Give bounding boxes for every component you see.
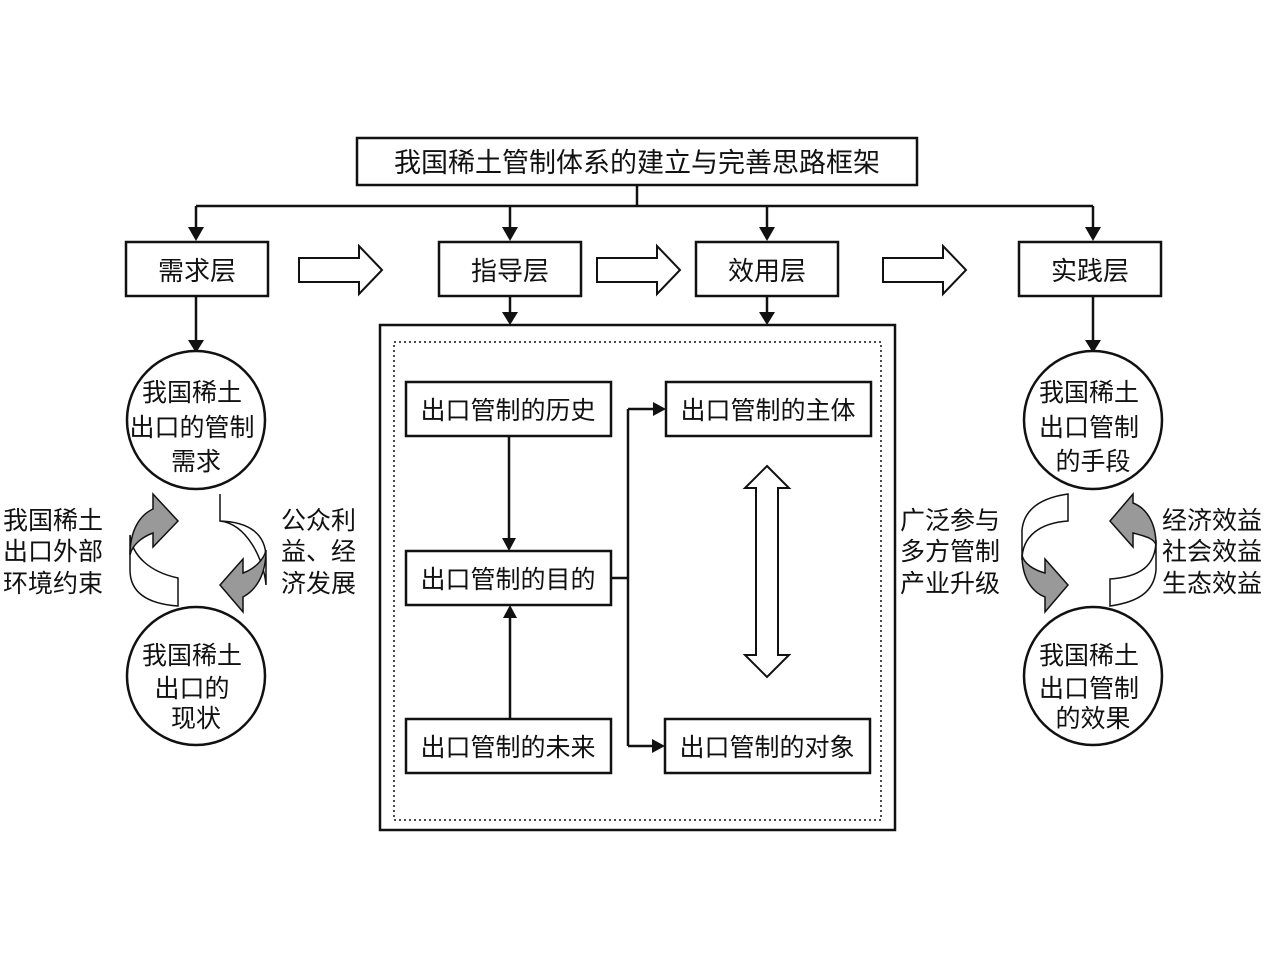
- label-benefits: 经济效益 社会效益 生态效益: [1162, 506, 1270, 598]
- box-subject: 出口管制的主体: [664, 380, 873, 438]
- block-arrow-2: [596, 243, 682, 297]
- layer-practice: 实践层: [1017, 240, 1163, 298]
- svg-text:我国稀土 出口管制 的手段: 我国稀土 出口管制 的手段: [1039, 378, 1147, 476]
- svg-text:我国稀土 出口管制 的效果: 我国稀土 出口管制 的效果: [1039, 641, 1147, 733]
- box-purpose: 出口管制的目的: [404, 549, 613, 607]
- cycle-arrow-up-icon: [129, 492, 180, 607]
- title-box: 我国稀土管制体系的建立与完善思路框架: [355, 136, 919, 187]
- cycle-arrow-down-icon: [219, 494, 267, 615]
- box-object: 出口管制的对象: [663, 717, 872, 775]
- circle-demand: [125, 349, 267, 491]
- cycle-arrow-up-icon: [1109, 491, 1157, 607]
- title-connectors: [188, 185, 1101, 241]
- label-external-constraints: 我国稀土 出口外部 环境约束: [3, 506, 111, 598]
- layer-guidance: 指导层: [437, 240, 583, 298]
- circle-means: [1022, 349, 1164, 491]
- double-arrow-icon: [742, 464, 792, 679]
- box-purpose-label: 出口管制的目的: [420, 565, 595, 594]
- layer-practice-label: 实践层: [1051, 257, 1129, 287]
- box-subject-label: 出口管制的主体: [680, 396, 855, 425]
- center-panel: 出口管制的历史 出口管制的目的 出口管制的未来 出口管制的主体 出口管制的对象: [378, 323, 897, 832]
- circle-effects-line2: 出口管制: [1039, 674, 1139, 703]
- circle-status-line3: 现状: [171, 704, 221, 733]
- circle-status: [125, 605, 267, 747]
- circle-means-line1: 我国稀土: [1039, 378, 1139, 407]
- circle-effects: [1022, 605, 1164, 747]
- circle-effects-line1: 我国稀土: [1039, 641, 1139, 670]
- layer-demand: 需求层: [124, 240, 270, 298]
- circle-status-line1: 我国稀土: [142, 641, 242, 670]
- layer-utility: 效用层: [694, 240, 840, 298]
- circle-means-line3: 的手段: [1055, 447, 1130, 476]
- circle-demand-line2: 出口的管制: [130, 413, 255, 442]
- block-arrow-1: [298, 243, 384, 297]
- box-future: 出口管制的未来: [404, 717, 613, 775]
- box-history-label: 出口管制的历史: [420, 396, 595, 425]
- svg-text:我国稀土 出口的管制 需求: 我国稀土 出口的管制 需求: [130, 378, 263, 476]
- label-participation: 广泛参与 多方管制 产业升级: [900, 506, 1008, 598]
- label-public-interest: 公众利 益、经 济发展: [281, 506, 364, 598]
- block-arrow-3: [882, 243, 968, 297]
- box-object-label: 出口管制的对象: [679, 733, 854, 762]
- circle-status-line2: 出口的: [155, 674, 230, 703]
- circle-means-line2: 出口管制: [1039, 413, 1139, 442]
- right-cycle: 我国稀土 出口管制 的手段 我国稀土 出口管制 的效果 广泛参与 多方管制 产业…: [900, 349, 1270, 747]
- circle-effects-line3: 的效果: [1055, 704, 1130, 733]
- left-cycle: 我国稀土 出口的管制 需求 我国稀土 出口的 现状 我国稀土 出口外部 环境约束…: [3, 349, 364, 747]
- circle-demand-line3: 需求: [171, 447, 221, 476]
- circle-demand-line1: 我国稀土: [142, 378, 242, 407]
- cycle-arrow-down-icon: [1021, 493, 1069, 615]
- box-history: 出口管制的历史: [404, 380, 613, 438]
- svg-text:我国稀土 出口的 现状: 我国稀土 出口的 现状: [142, 641, 250, 733]
- purpose-bracket: [611, 409, 630, 746]
- box-future-label: 出口管制的未来: [420, 733, 595, 762]
- layer-demand-label: 需求层: [158, 257, 236, 287]
- diagram-title: 我国稀土管制体系的建立与完善思路框架: [394, 148, 880, 179]
- layer-utility-label: 效用层: [728, 257, 806, 287]
- layer-guidance-label: 指导层: [471, 257, 549, 287]
